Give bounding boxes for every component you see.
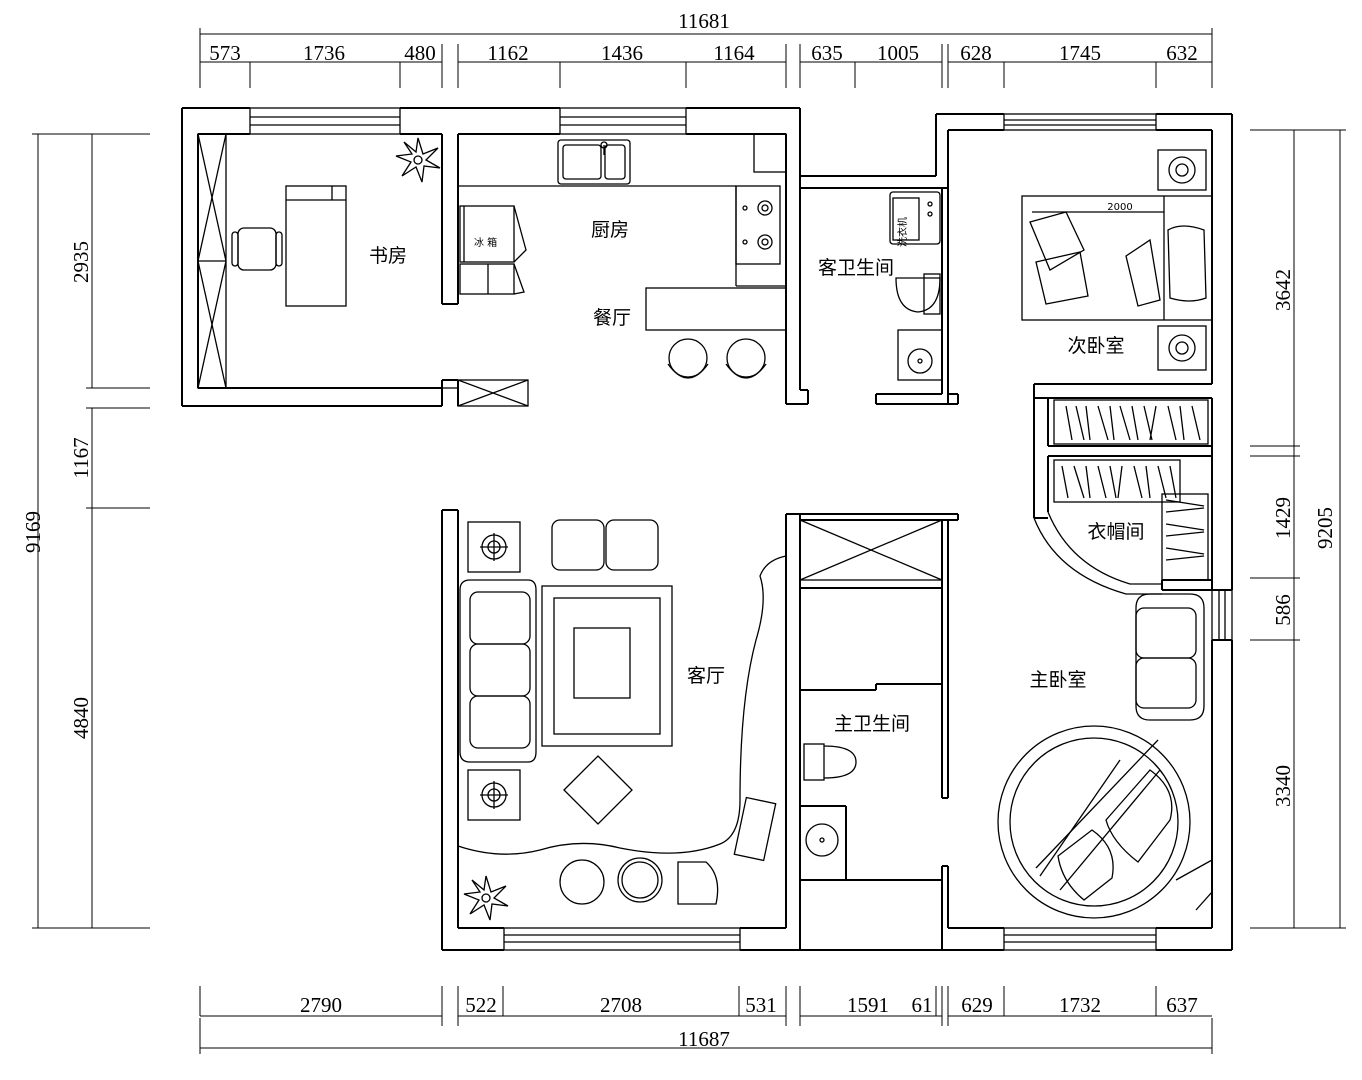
dim-left-total: 9169 [21,511,45,553]
dim-bottom-9: 637 [1166,993,1198,1017]
dim-right-4: 3340 [1271,765,1295,807]
dim-top-8: 1005 [877,41,919,65]
room-label-cloakroom: 衣帽间 [1087,521,1144,543]
dimension-lines [32,28,1346,1054]
dim-right-2: 1429 [1271,497,1295,539]
dim-bottom-7: 629 [961,993,993,1017]
dim-top-2: 1736 [303,41,345,65]
dim-left-1: 2935 [69,241,93,283]
dim-right-3: 586 [1271,594,1295,626]
dim-top-5: 1436 [601,41,643,65]
study-furniture [197,133,529,407]
washer-label: 洗衣机 [896,217,909,247]
dim-bottom-5: 1591 [847,993,889,1017]
dim-top-9: 628 [960,41,992,65]
room-label-study: 书房 [369,245,407,267]
plant-icon [395,137,441,183]
dim-top-11: 632 [1166,41,1198,65]
master-bath-fixtures [799,519,943,857]
room-label-guest-bath: 客卫生间 [818,257,894,279]
master-bedroom-furniture [997,593,1213,919]
fridge-label: 冰 箱 [474,236,497,249]
dining-furniture [645,287,787,379]
dim-right-1: 3642 [1271,269,1295,311]
room-label-kitchen: 厨房 [591,219,629,241]
room-label-master-bath: 主卫生间 [834,713,910,735]
dim-bottom-3: 2708 [600,993,642,1017]
guest-bath-fixtures [889,191,943,381]
dim-bottom-4: 531 [745,993,777,1017]
dim-bottom-6: 61 [912,993,933,1017]
kitchen-furniture [458,133,787,295]
dim-right-total: 9205 [1313,507,1337,549]
dim-bottom-8: 1732 [1059,993,1101,1017]
plant-icon [463,875,509,921]
dim-top-3: 480 [404,41,436,65]
room-label-living-room: 客厅 [687,665,725,687]
room-label-dining: 餐厅 [593,307,631,329]
bedroom2-furniture [1021,149,1213,371]
dim-top-1: 573 [209,41,241,65]
living-furniture [457,519,787,905]
dim-top-4: 1162 [487,41,528,65]
cloakroom-furniture [1033,399,1209,595]
room-label-second-bedroom: 次卧室 [1067,335,1124,357]
windows [249,107,1233,951]
dim-left-3: 4840 [69,697,93,739]
dim-top-total: 11681 [678,9,730,33]
dim-bottom-total: 11687 [678,1027,730,1051]
dim-top-6: 1164 [713,41,755,65]
dim-top-10: 1745 [1059,41,1101,65]
dim-bottom-2: 522 [465,993,497,1017]
walls [181,107,1233,951]
dimension-texts: 11681 573 1736 480 1162 1436 1164 635 10… [21,9,1337,1051]
dim-bottom-1: 2790 [300,993,342,1017]
room-label-master-bedroom: 主卧室 [1029,669,1086,691]
bed-size-label: 2000 [1107,202,1132,213]
dim-top-7: 635 [811,41,843,65]
dim-left-2: 1167 [69,437,93,478]
room-labels: 书房 厨房 餐厅 客卫生间 次卧室 衣帽间 客厅 主卫生间 主卧室 [369,219,1145,735]
